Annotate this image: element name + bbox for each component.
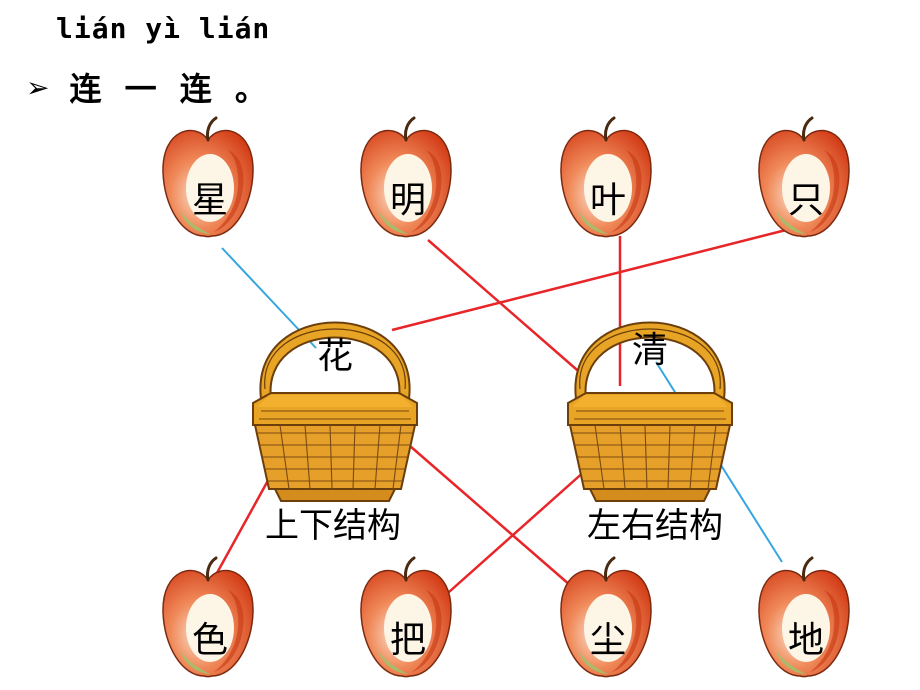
apple-char: 只 <box>788 180 824 221</box>
apple-char: 地 <box>788 620 824 661</box>
apple-bottom-1[interactable]: 色 <box>161 556 255 679</box>
apple-char: 尘 <box>590 620 626 661</box>
basket-hua[interactable]: 花 上下结构 <box>252 321 418 547</box>
instruction-heading: ➢ 连 一 连 。 <box>26 64 273 110</box>
instruction-title: 连 一 连 。 <box>69 70 273 108</box>
line-hua-to-se <box>210 465 278 583</box>
apple-top-1[interactable]: 星 <box>161 116 255 239</box>
apple-top-2[interactable]: 明 <box>359 116 453 239</box>
apple-char: 把 <box>390 620 426 661</box>
pinyin-heading: lián yì lián <box>56 12 271 45</box>
basket-qing[interactable]: 清 左右结构 <box>567 321 733 547</box>
basket-hua-label: 上下结构 <box>265 506 401 546</box>
apple-top-3[interactable]: 叶 <box>559 116 653 239</box>
apple-char: 叶 <box>590 180 626 221</box>
apple-bottom-3[interactable]: 尘 <box>559 556 653 679</box>
apple-top-4[interactable]: 只 <box>757 116 851 239</box>
apple-bottom-4[interactable]: 地 <box>757 556 851 679</box>
apple-char: 星 <box>192 180 228 221</box>
line-ming-to-qing <box>427 239 585 377</box>
line-zhi-to-hua <box>391 228 787 332</box>
apple-bottom-2[interactable]: 把 <box>359 556 453 679</box>
basket-hua-char: 花 <box>317 336 353 377</box>
basket-qing-char: 清 <box>632 330 668 371</box>
arrow-bullet-icon: ➢ <box>26 70 50 104</box>
apple-char: 明 <box>390 180 426 221</box>
basket-qing-label: 左右结构 <box>587 506 723 546</box>
line-hua-to-chen <box>409 445 579 593</box>
apple-char: 色 <box>192 620 228 661</box>
